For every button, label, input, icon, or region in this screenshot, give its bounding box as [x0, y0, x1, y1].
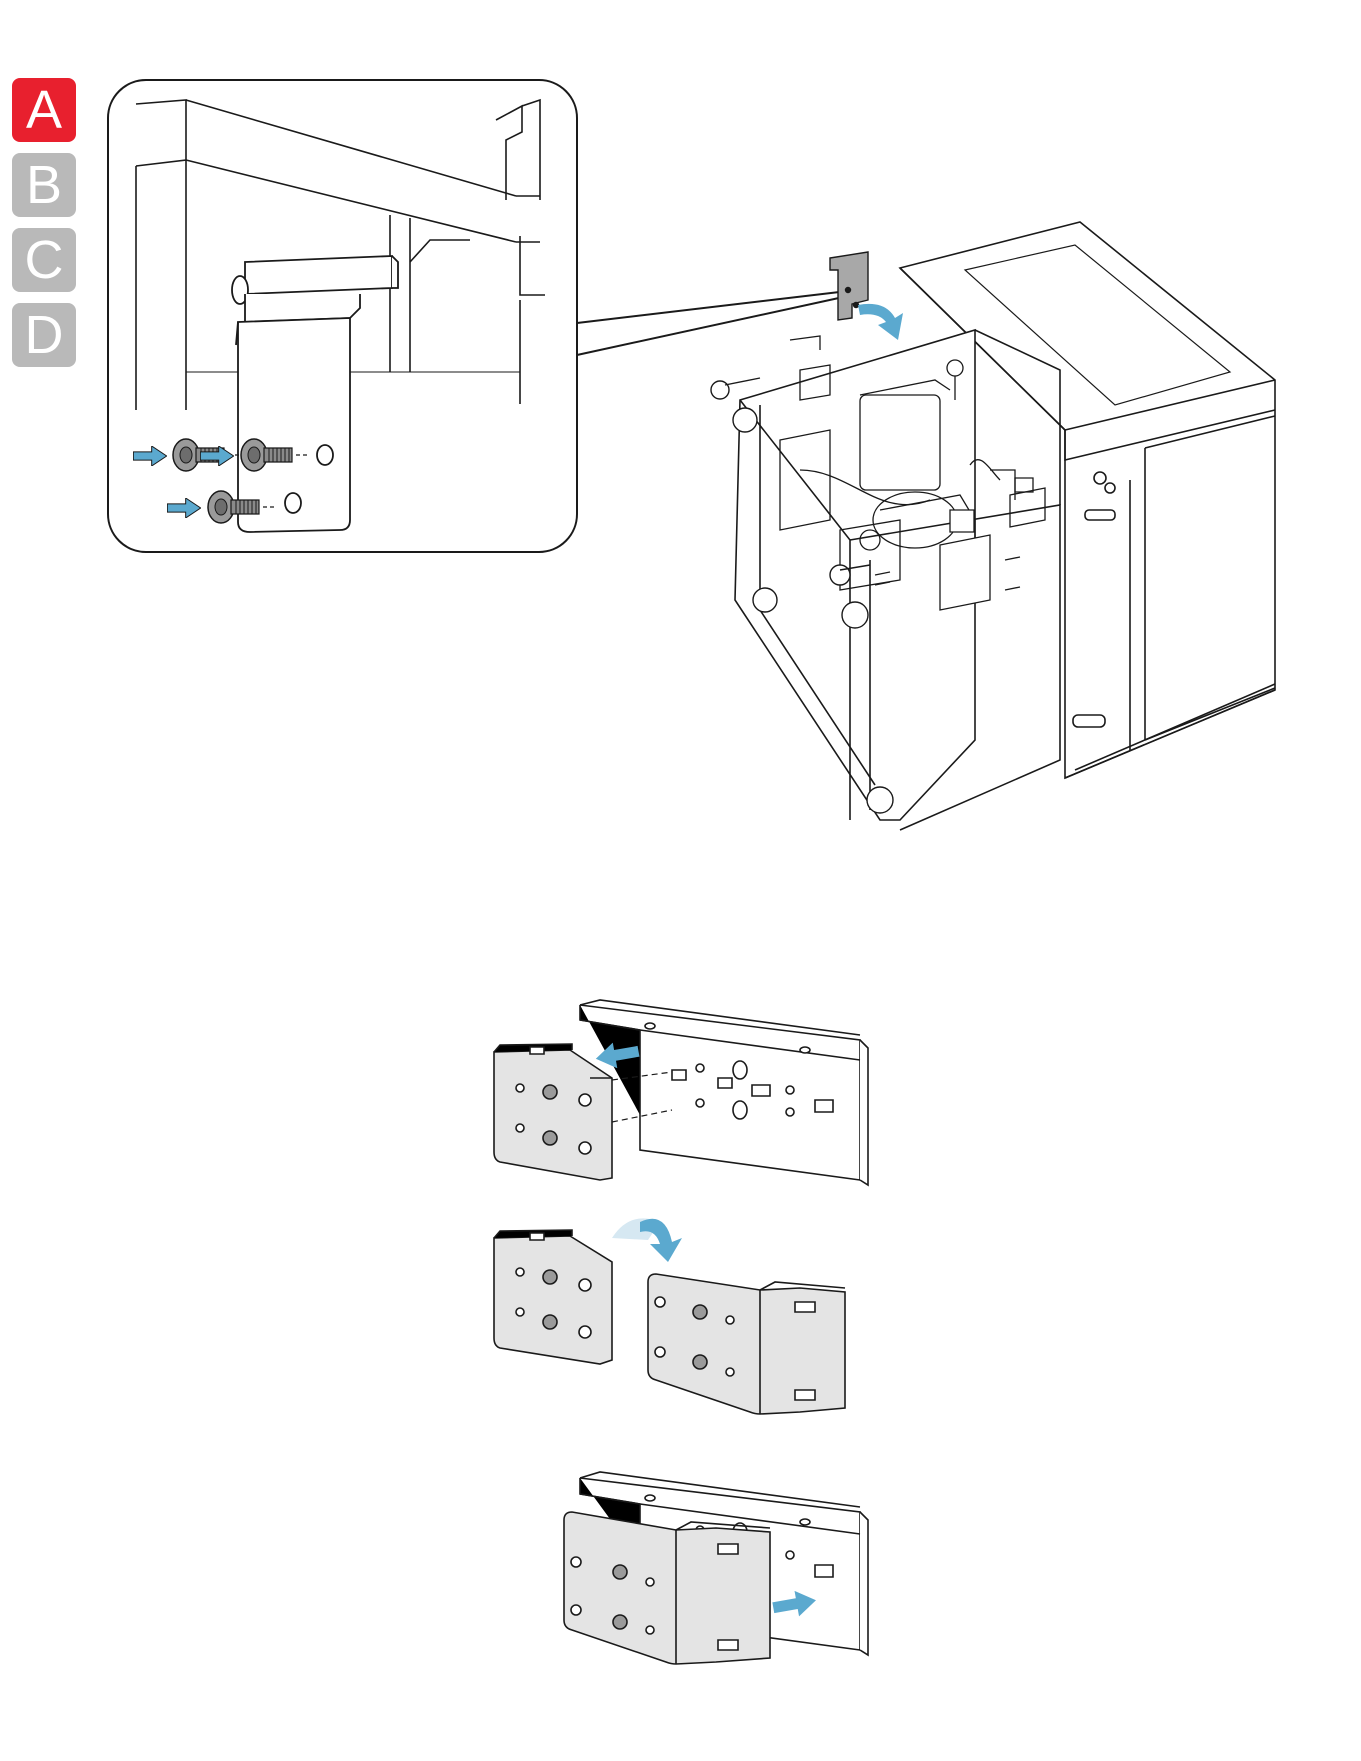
detail-callout	[108, 80, 848, 552]
bracket-step-3	[564, 1472, 868, 1664]
rotate-arrow-icon	[858, 304, 903, 340]
rotate-arrow-icon	[640, 1219, 682, 1262]
bracket-step-1	[494, 1000, 868, 1185]
machine-illustration	[711, 222, 1275, 830]
